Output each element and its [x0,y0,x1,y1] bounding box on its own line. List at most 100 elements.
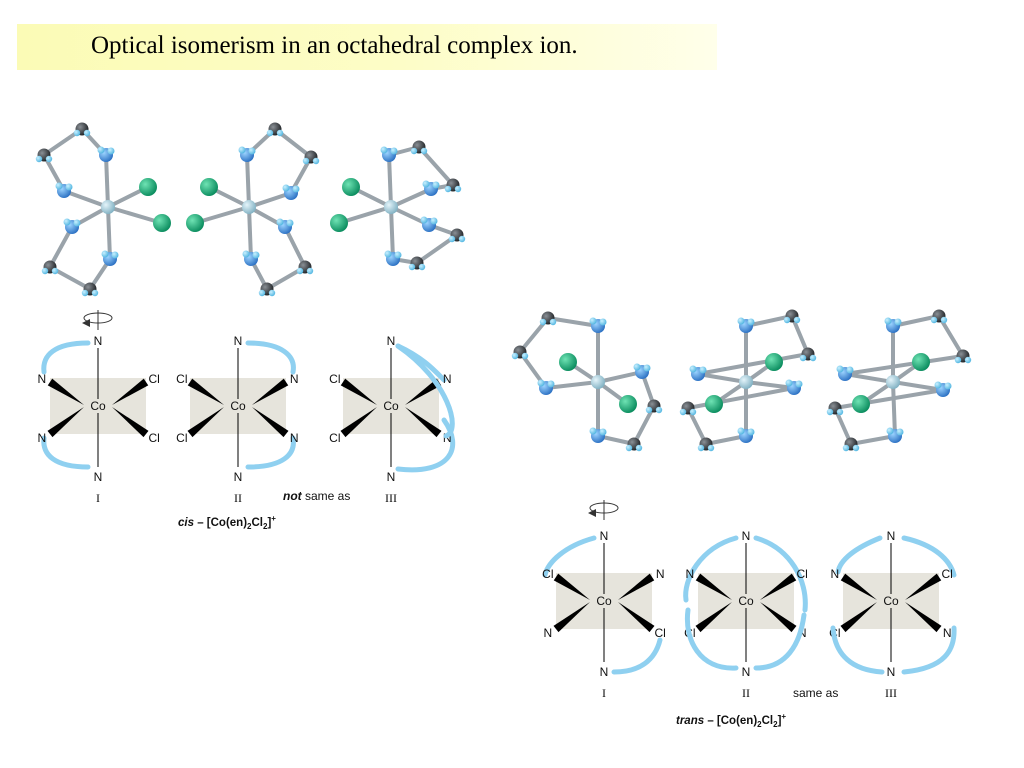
hydrogen-atom [394,251,402,259]
wedge-bond [112,378,149,405]
hydrogen-atom [894,318,902,326]
hydrogen-atom [689,408,697,416]
bond-stick [389,205,395,261]
left-top-label: Cl [542,567,553,581]
cobalt-atom [591,375,605,389]
hydrogen-atom [276,129,284,137]
hydrogen-atom [826,408,834,416]
wedge-bond [840,573,877,600]
bond-stick [62,189,110,209]
wedge-bond [695,602,732,633]
wedge-bond [760,573,797,600]
isomer-numeral: III [885,686,897,700]
cobalt-atom [739,375,753,389]
wedge-bond [252,378,289,405]
hydrogen-atom [55,182,63,190]
hydrogen-atom [940,316,948,324]
cis-model-2 [186,122,320,297]
hydrogen-atom [747,428,755,436]
hydrogen-atom [930,316,938,324]
axial-bottom-label: N [234,470,243,484]
hydrogen-atom [655,406,663,414]
hydrogen-atom [296,267,304,275]
wedge-bond [618,602,655,633]
hydrogen-atom [390,147,398,155]
trans-formula: trans – [Co(en)2Cl2]+ [676,712,786,729]
slide-title: Optical isomerism in an octahedral compl… [91,32,578,59]
hydrogen-atom [633,363,641,371]
wedge-bond [47,407,84,438]
bond-stick [696,372,748,384]
ethylenediamine-ring [245,340,296,375]
cis-model-3 [330,140,466,271]
bond-stick [544,380,600,390]
hydrogen-atom [420,147,428,155]
bond-stick [387,153,393,209]
hydrogen-atom [422,180,430,188]
right-top-label: N [290,372,299,386]
left-bottom-label: Cl [176,431,187,445]
ethylenediamine-ring [41,340,91,375]
title-bar: Optical isomerism in an octahedral compl… [17,24,717,70]
axial-bottom-label: N [600,665,609,679]
hydrogen-atom [964,356,972,364]
hydrogen-atom [242,250,250,258]
hydrogen-atom [384,250,392,258]
hydrogen-atom [884,317,892,325]
wedge-bond [618,573,655,600]
axial-top-label: N [234,334,243,348]
chlorine-atom [765,353,783,371]
left-bottom-label: Cl [329,431,340,445]
wedge-bond [252,407,289,438]
bond-stick [193,205,251,225]
hydrogen-atom [896,428,904,436]
hydrogen-atom [944,382,952,390]
wedge-bond [405,407,442,438]
isomer-numeral: I [602,686,606,700]
hydrogen-atom [886,427,894,435]
bond-stick [849,434,897,446]
axial-top-label: N [887,529,896,543]
bond-stick [106,205,112,261]
bond-stick [389,187,433,209]
ethylenediamine-ring [830,625,885,675]
hydrogen-atom [65,183,73,191]
wedge-bond [187,378,224,405]
bond-stick [596,370,644,384]
cobalt-atom [101,200,115,214]
hydrogen-atom [454,185,462,193]
left-top-label: Cl [176,372,187,386]
cobalt-label: Co [90,399,106,413]
hydrogen-atom [286,219,294,227]
left-bottom-label: N [38,431,47,445]
cobalt-atom [242,200,256,214]
hydrogen-atom [934,381,942,389]
cis-relation-text: not same as [283,489,350,503]
hydrogen-atom [276,218,284,226]
hydrogen-atom [252,251,260,259]
chlorine-atom [330,214,348,232]
hydrogen-atom [432,181,440,189]
ethylenediamine-ring [835,535,883,575]
ethylenediamine-ring [901,625,957,675]
bond-stick [686,386,796,410]
bond-stick [247,205,253,261]
axial-bottom-label: N [94,470,103,484]
hydrogen-atom [511,352,519,360]
hydrogen-atom [793,316,801,324]
hydrogen-atom [306,267,314,275]
hydrogen-atom [737,317,745,325]
ethylenediamine-ring [901,535,957,578]
right-bottom-label: N [290,431,299,445]
bond-stick [843,372,895,384]
axial-top-label: N [600,529,609,543]
cobalt-atom [886,375,900,389]
isomer-numeral: II [234,491,242,505]
ethylenediamine-ring [542,535,597,578]
bond-stick [891,380,897,438]
hydrogen-atom [302,157,310,165]
hydrogen-atom [842,444,850,452]
trans-model-3 [826,309,972,452]
